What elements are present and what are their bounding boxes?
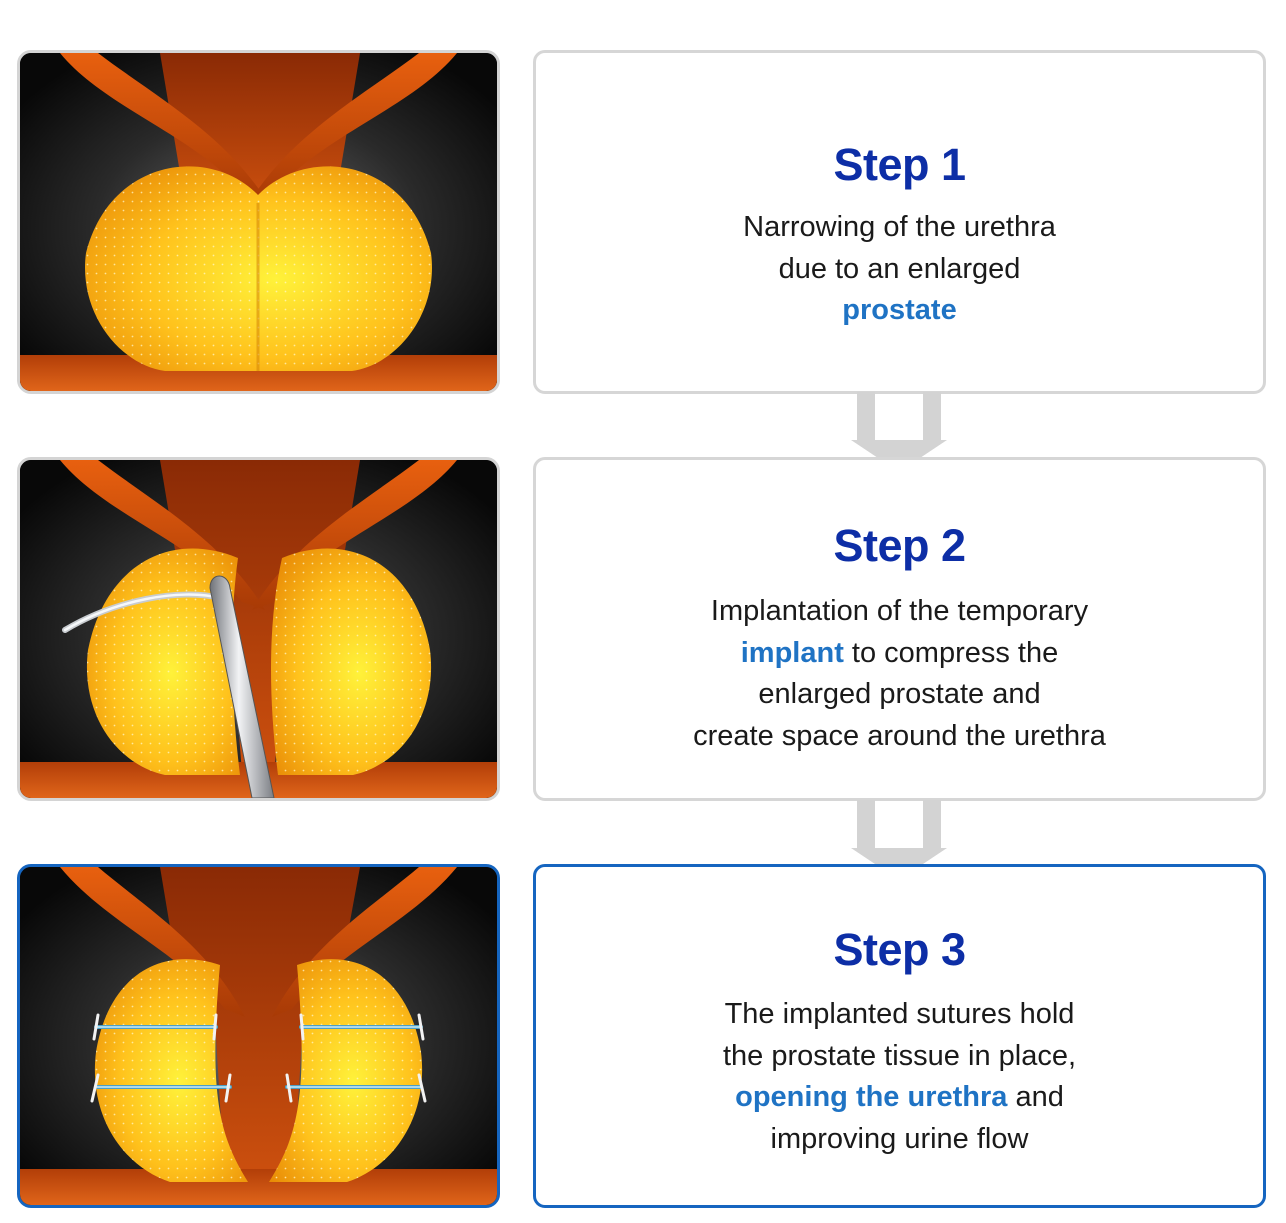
illustration-step-1 [17, 50, 500, 394]
description-line: opening the urethra and [536, 1077, 1263, 1119]
highlighted-term: prostate [842, 294, 957, 326]
step-2-description: Implantation of the temporary implant to … [536, 591, 1263, 757]
description-text: The implanted sutures hold [724, 998, 1075, 1030]
description-line: The implanted sutures hold [536, 994, 1263, 1036]
step-3-card: Step 3 The implanted sutures hold the pro… [533, 864, 1266, 1208]
down-arrow-icon [851, 392, 947, 472]
step-2-title: Step 2 [833, 520, 966, 571]
description-line: enlarged prostate and [536, 674, 1263, 716]
description-line: Implantation of the temporary [536, 591, 1263, 633]
description-line: improving urine flow [536, 1119, 1263, 1161]
description-line: the prostate tissue in place, [536, 1036, 1263, 1078]
description-text: improving urine flow [770, 1122, 1029, 1155]
description-text: the prostate tissue in place, [722, 1039, 1077, 1072]
enlarged-prostate-image [20, 53, 497, 391]
implant-insertion-image [20, 460, 497, 798]
description-text: due to an enlarged [778, 252, 1021, 285]
step-1-title: Step 1 [833, 139, 966, 190]
illustration-step-3 [17, 864, 500, 1208]
description-text: enlarged prostate and [758, 678, 1041, 710]
down-arrow-icon [851, 800, 947, 880]
description-line: prostate [536, 290, 1263, 332]
highlighted-term: implant [740, 636, 844, 669]
step-3-title: Step 3 [833, 924, 966, 975]
illustration-step-2 [17, 457, 500, 801]
step-3-description: The implanted sutures hold the prostate t… [536, 994, 1263, 1160]
description-line: Narrowing of the urethra [536, 207, 1263, 249]
description-text: create space around the urethra [693, 719, 1106, 752]
description-text: Narrowing of the urethra [743, 211, 1056, 243]
step-2-card: Step 2 Implantation of the temporary impl… [533, 457, 1266, 801]
description-line: create space around the urethra [536, 716, 1263, 758]
description-text: and [1007, 1081, 1064, 1113]
description-text: Implantation of the temporary [710, 595, 1089, 627]
step-1-description: Narrowing of the urethra due to an enlarg… [536, 207, 1263, 332]
description-line: implant to compress the [536, 633, 1263, 675]
step-1-card: Step 1 Narrowing of the urethra due to an… [533, 50, 1266, 394]
sutures-holding-image [20, 867, 497, 1205]
highlighted-term: opening the urethra [735, 1081, 1008, 1113]
down-arrow-1 [849, 392, 949, 472]
description-line: due to an enlarged [536, 249, 1263, 291]
description-text: to compress the [843, 636, 1059, 669]
down-arrow-2 [849, 800, 949, 880]
